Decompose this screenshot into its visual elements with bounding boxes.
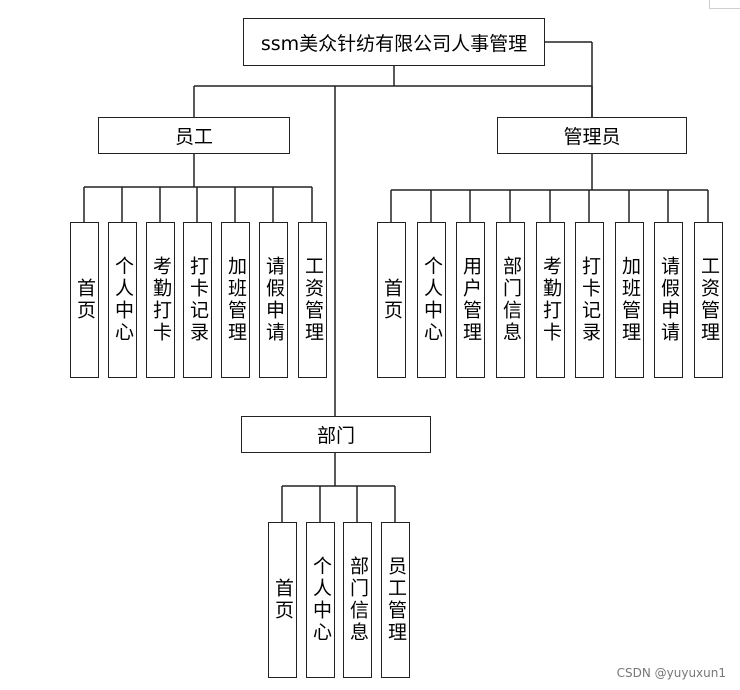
department-item-label: 员工管理 [385, 556, 407, 644]
admin-label: 管理员 [563, 126, 621, 148]
admin-item-label: 部门信息 [500, 256, 522, 344]
admin-item-label: 工资管理 [698, 256, 720, 344]
admin-item-label: 请假申请 [658, 256, 680, 344]
department-item-home: 首页 [268, 522, 297, 678]
admin-item-label: 打卡记录 [579, 256, 601, 344]
employee-item-leave: 请假申请 [259, 222, 288, 378]
employee-item-label: 打卡记录 [187, 256, 209, 344]
employee-item-attendance: 考勤打卡 [146, 222, 175, 378]
department-item-label: 个人中心 [310, 556, 332, 644]
employee-item-label: 请假申请 [263, 256, 285, 344]
admin-node: 管理员 [497, 117, 687, 154]
department-item-profile: 个人中心 [306, 522, 335, 678]
corner-mark [709, 0, 740, 9]
employee-item-salary: 工资管理 [298, 222, 327, 378]
admin-item-label: 考勤打卡 [540, 256, 562, 344]
admin-item-label: 个人中心 [421, 256, 443, 344]
employee-item-profile: 个人中心 [108, 222, 137, 378]
root-node: ssm美众针纺有限公司人事管理 [243, 18, 545, 66]
department-node: 部门 [241, 416, 431, 453]
employee-item-home: 首页 [70, 222, 99, 378]
employee-item-label: 首页 [74, 278, 96, 322]
admin-item-label: 首页 [381, 278, 403, 322]
department-item-label: 首页 [272, 578, 294, 622]
employee-item-label: 考勤打卡 [150, 256, 172, 344]
department-item-label: 部门信息 [347, 556, 369, 644]
admin-item-label: 加班管理 [619, 256, 641, 344]
admin-item-profile: 个人中心 [417, 222, 446, 378]
department-item-departments: 部门信息 [343, 522, 372, 678]
employee-item-punch-records: 打卡记录 [183, 222, 212, 378]
admin-item-departments: 部门信息 [496, 222, 525, 378]
admin-item-attendance: 考勤打卡 [536, 222, 565, 378]
admin-item-overtime: 加班管理 [615, 222, 644, 378]
employee-node: 员工 [98, 117, 290, 154]
watermark: CSDN @yuyuxun1 [616, 666, 726, 680]
admin-item-leave: 请假申请 [654, 222, 683, 378]
department-label: 部门 [316, 425, 355, 447]
employee-item-label: 加班管理 [225, 256, 247, 344]
admin-item-users: 用户管理 [456, 222, 485, 378]
admin-item-label: 用户管理 [460, 256, 482, 344]
admin-item-punch-records: 打卡记录 [575, 222, 604, 378]
root-label: ssm美众针纺有限公司人事管理 [260, 32, 528, 55]
department-item-staff: 员工管理 [381, 522, 410, 678]
admin-item-home: 首页 [377, 222, 406, 378]
employee-item-label: 工资管理 [302, 256, 324, 344]
employee-item-overtime: 加班管理 [221, 222, 250, 378]
employee-label: 员工 [174, 126, 213, 148]
employee-item-label: 个人中心 [112, 256, 134, 344]
admin-item-salary: 工资管理 [694, 222, 723, 378]
